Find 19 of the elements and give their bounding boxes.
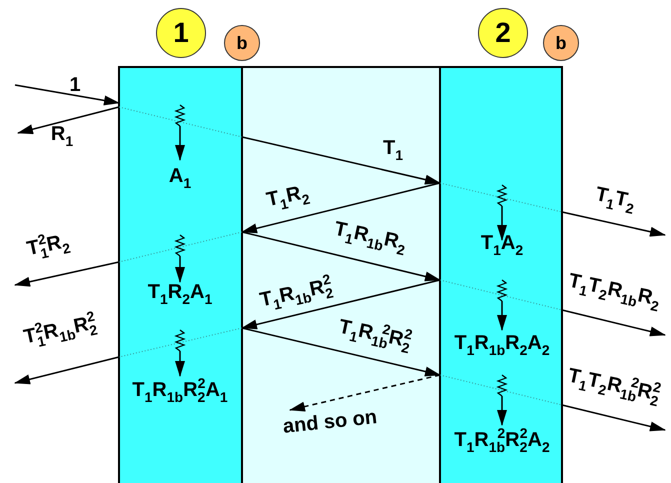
absorption-label: T$_{1}$R$_{1b}$R$_{2}$A$_{2}$ [454,333,550,357]
absorption-label: T$_{1}$R$_{1b}$$^{2}$R$_{2}$$^{2}$A$_{2}$ [454,426,550,454]
note: and so on [282,407,378,437]
layer-marker: b [224,25,260,61]
ray-label: T$_{1}$R$_{1b}$R$_{2}$ [332,218,408,258]
ray-label: 1 [69,75,81,95]
ray-label: T$_{1}$ [383,138,403,162]
ray-label: T$_{1}$T$_{2}$ [592,184,636,216]
layer-marker: b [543,25,579,61]
absorption-label: T$_{1}$R$_{1b}$R$_{2}$$^{2}$A$_{1}$ [132,376,228,404]
ray-label: T$_{1}$R$_{2}$ [264,182,312,214]
layer-number: 2 [478,8,528,58]
ray-label: R$_{1}$ [50,124,74,148]
ray-label: T$_{1}$$^{2}$R$_{2}$ [24,230,72,264]
absorption-label: A$_{1}$ [168,166,192,190]
absorption-label: T$_{1}$A$_{2}$ [480,233,524,257]
ray-label: T$_{1}$T$_{2}$R$_{1b}$R$_{2}$ [566,270,662,314]
layer-number: 1 [156,8,206,58]
absorption-label: T$_{1}$R$_{2}$A$_{1}$ [148,282,212,306]
